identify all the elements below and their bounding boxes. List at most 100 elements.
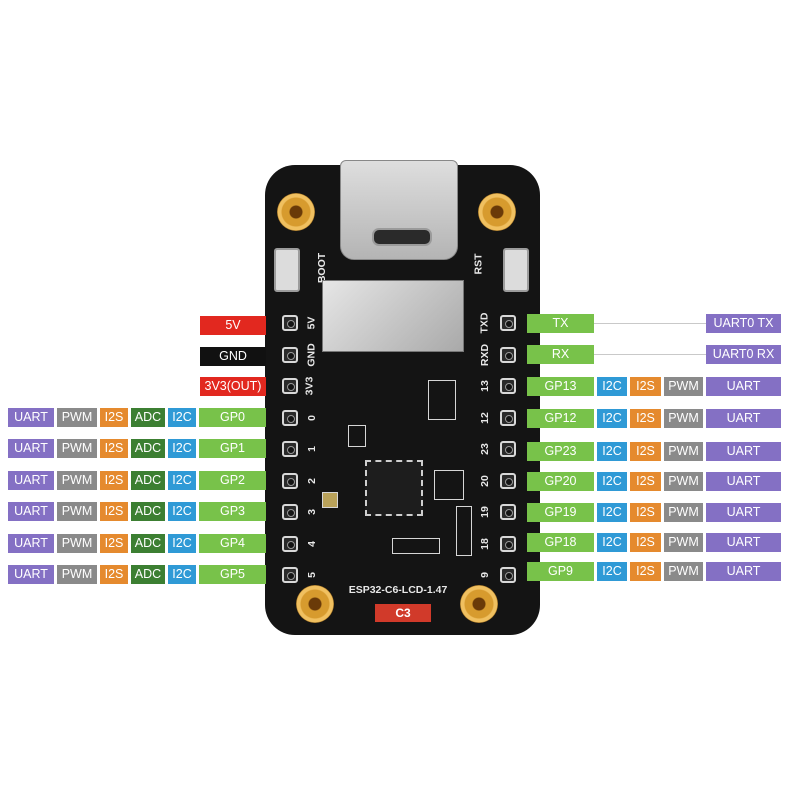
func-uart: UART <box>8 565 54 584</box>
pin-label-right: TXD <box>478 312 491 334</box>
func-uart: UART <box>706 533 781 552</box>
func-pwm: PWM <box>664 533 703 552</box>
func-uart: UART <box>706 562 781 581</box>
uart0-rx-label: UART0 RX <box>706 345 781 364</box>
pin-label-left: 0 <box>305 415 318 421</box>
func-i2c: I2C <box>168 534 196 553</box>
usb-c-port <box>372 228 432 246</box>
pin-label-right: 13 <box>478 380 491 392</box>
pin-label-left: 2 <box>305 478 318 484</box>
func-uart: UART <box>8 471 54 490</box>
pin-pad-right <box>500 410 516 426</box>
pin-label-left: 5 <box>305 572 318 578</box>
smd-component <box>348 425 366 447</box>
pin-pad-left <box>282 536 298 552</box>
func-uart: UART <box>8 408 54 427</box>
c3-badge: C3 <box>375 604 431 622</box>
boot-button[interactable] <box>274 248 300 292</box>
func-adc: ADC <box>131 471 165 490</box>
mounting-hole-bottom-left <box>296 585 334 623</box>
gpio-label: GP1 <box>199 439 266 458</box>
pin-pad-left <box>282 473 298 489</box>
func-uart: UART <box>8 534 54 553</box>
func-uart: UART <box>706 472 781 491</box>
pin-label-right: 12 <box>478 412 491 424</box>
func-i2c: I2C <box>597 377 627 396</box>
pin-pad-left <box>282 378 298 394</box>
power-label-5v: 5V <box>200 316 266 335</box>
func-adc: ADC <box>131 502 165 521</box>
pin-label-left: 3V3 <box>303 376 316 396</box>
smd-component <box>434 470 464 500</box>
func-uart: UART <box>706 377 781 396</box>
func-i2c: I2C <box>168 471 196 490</box>
gpio-label: GP12 <box>527 409 594 428</box>
gpio-label: GP20 <box>527 472 594 491</box>
func-uart: UART <box>706 442 781 461</box>
pin-pad-right <box>500 347 516 363</box>
mounting-hole-bottom-right <box>460 585 498 623</box>
smd-crystal <box>322 492 338 508</box>
gpio-label: GP3 <box>199 502 266 521</box>
gpio-label: GP5 <box>199 565 266 584</box>
func-i2s: I2S <box>630 442 661 461</box>
gpio-label: GP2 <box>199 471 266 490</box>
func-pwm: PWM <box>664 472 703 491</box>
pin-label-right: RXD <box>479 343 492 367</box>
func-pwm: PWM <box>664 409 703 428</box>
pin-label-left: GND <box>305 343 318 367</box>
func-pwm: PWM <box>57 502 97 521</box>
leader-line <box>594 354 706 355</box>
func-pwm: PWM <box>57 534 97 553</box>
gpio-label: GP19 <box>527 503 594 522</box>
esp32-chip <box>365 460 423 516</box>
pin-pad-right <box>500 378 516 394</box>
board-name: ESP32-C6-LCD-1.47 <box>348 584 448 596</box>
func-uart: UART <box>8 439 54 458</box>
pin-pad-left <box>282 410 298 426</box>
power-label-gnd: GND <box>200 347 266 366</box>
smd-component <box>392 538 440 554</box>
func-adc: ADC <box>131 408 165 427</box>
pin-pad-right <box>500 315 516 331</box>
func-i2s: I2S <box>100 408 128 427</box>
smd-component <box>456 506 472 556</box>
gpio-label: GP0 <box>199 408 266 427</box>
pin-label-right: 23 <box>478 443 491 455</box>
func-i2s: I2S <box>630 503 661 522</box>
mounting-hole-top-left <box>277 193 315 231</box>
reset-button[interactable] <box>503 248 529 292</box>
func-i2c: I2C <box>597 533 627 552</box>
func-i2c: I2C <box>168 439 196 458</box>
uart-pin-tx: TX <box>527 314 594 333</box>
func-i2c: I2C <box>597 472 627 491</box>
gpio-label: GP13 <box>527 377 594 396</box>
func-pwm: PWM <box>664 562 703 581</box>
func-i2c: I2C <box>168 565 196 584</box>
func-uart: UART <box>8 502 54 521</box>
func-adc: ADC <box>131 534 165 553</box>
rf-shield <box>322 280 464 352</box>
pin-label-right: 9 <box>478 572 491 578</box>
pin-pad-left <box>282 347 298 363</box>
func-pwm: PWM <box>57 565 97 584</box>
pin-label-left: 4 <box>305 541 318 547</box>
gpio-label: GP4 <box>199 534 266 553</box>
gpio-label: GP23 <box>527 442 594 461</box>
func-i2c: I2C <box>168 502 196 521</box>
func-i2c: I2C <box>597 409 627 428</box>
rst-label: RST <box>472 253 485 275</box>
func-i2c: I2C <box>168 408 196 427</box>
func-i2s: I2S <box>100 565 128 584</box>
func-i2s: I2S <box>100 502 128 521</box>
func-i2s: I2S <box>630 533 661 552</box>
pin-pad-right <box>500 441 516 457</box>
pin-label-right: 20 <box>478 475 491 487</box>
pin-pad-left <box>282 315 298 331</box>
func-pwm: PWM <box>664 503 703 522</box>
power-label-3v3: 3V3(OUT) <box>200 377 266 396</box>
func-adc: ADC <box>131 565 165 584</box>
smd-component <box>428 380 456 420</box>
func-adc: ADC <box>131 439 165 458</box>
pin-pad-left <box>282 504 298 520</box>
